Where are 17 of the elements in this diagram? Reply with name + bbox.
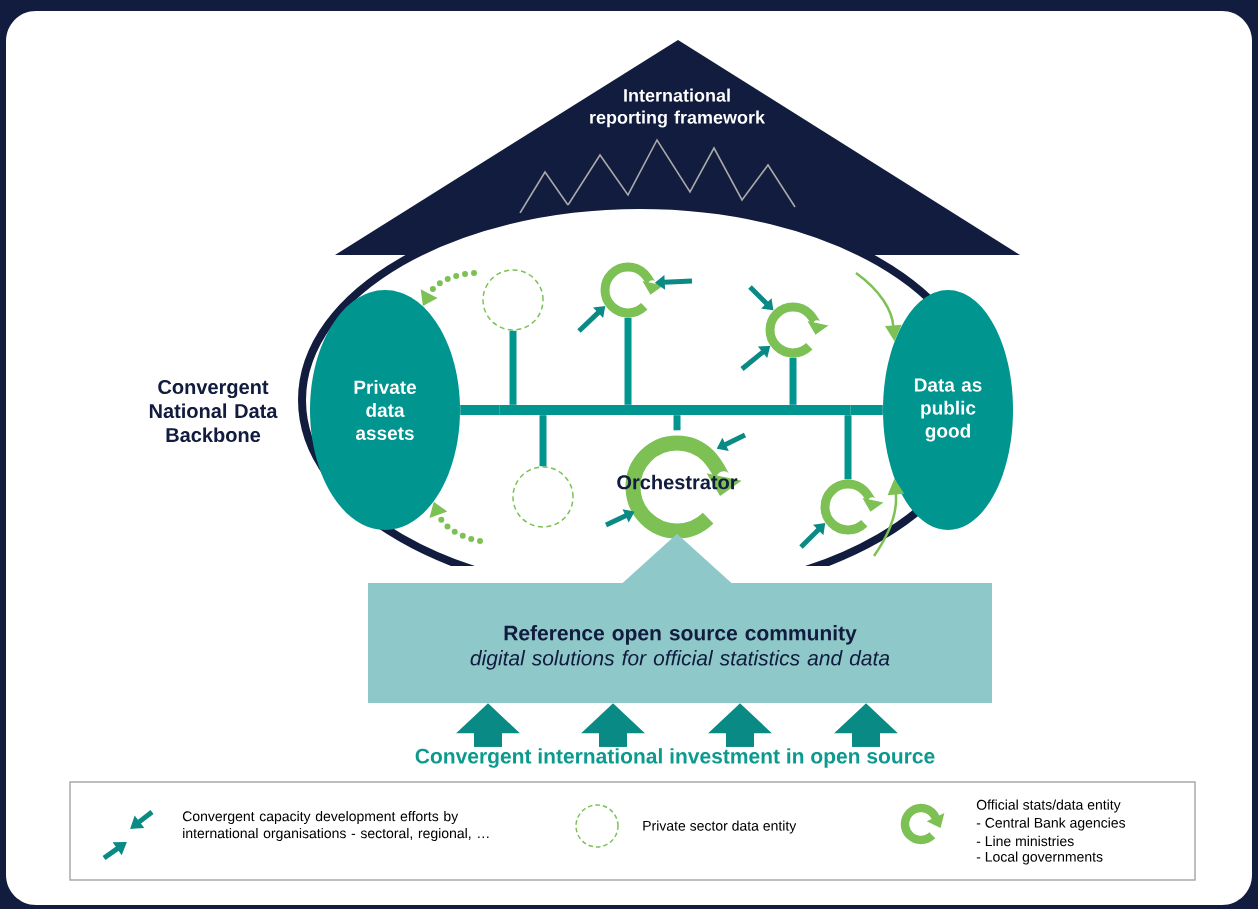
- connector-line: [460, 405, 500, 415]
- legend-text: Official stats/data entity: [976, 799, 1121, 813]
- list-item: - Local governments: [976, 851, 1103, 865]
- list-item: - Line ministries: [976, 835, 1074, 847]
- cycle-icon: [600, 262, 664, 318]
- legend-text: Convergent capacity development efforts by international organisations - sectoral, regional, …: [182, 810, 489, 841]
- connector-line: [850, 405, 883, 415]
- legend-text: Private sector data entity: [643, 820, 797, 834]
- list-item: - Central Bank agencies: [976, 817, 1126, 831]
- backbone-title: Convergent National Data Backbone: [149, 379, 278, 443]
- investment-caption: Convergent international investment in open source: [415, 748, 935, 768]
- dashed-circle: [512, 466, 574, 528]
- cycle-icon: [820, 479, 884, 535]
- arrow: [748, 285, 774, 311]
- backbone-bar: [500, 405, 850, 415]
- dashed-circle: [482, 269, 544, 331]
- cycle-icon: [765, 302, 829, 358]
